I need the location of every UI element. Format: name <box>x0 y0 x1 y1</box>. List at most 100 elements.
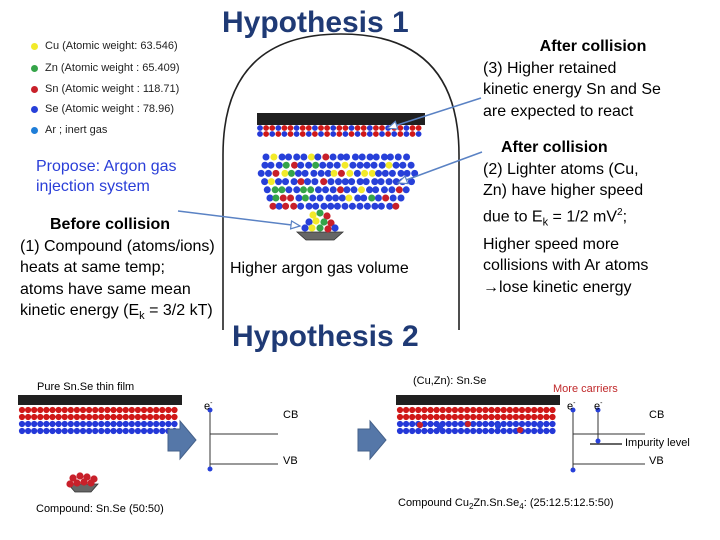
doped-film-atom <box>403 427 410 435</box>
cloud-atom <box>263 186 271 194</box>
pure-film-atom <box>25 427 32 435</box>
pure-film-atom <box>110 427 117 435</box>
doped-film-atom <box>482 406 489 414</box>
cloud-atom <box>290 178 298 186</box>
cloud-atom <box>338 194 346 202</box>
cloud-atom <box>307 186 315 194</box>
cloud-atom <box>397 194 405 202</box>
cloud-atom <box>351 153 359 161</box>
doped-film-atom <box>525 413 532 421</box>
doped-film-atom <box>464 413 471 421</box>
film-atom <box>403 125 410 131</box>
doped-film-atom <box>506 427 513 435</box>
pure-film-atom <box>49 420 56 428</box>
cloud-atom <box>361 169 369 177</box>
doped-film-atom <box>488 413 495 421</box>
film-atom <box>330 131 337 137</box>
cloud-atom <box>305 202 313 210</box>
cloud-atom <box>378 161 386 169</box>
film-atom <box>281 125 288 131</box>
cloud-atom <box>333 161 341 169</box>
doped-film-atom <box>457 413 465 421</box>
argon-volume-label: Higher argon gas volume <box>230 260 409 277</box>
doped-film-atom <box>537 427 544 435</box>
doped-film-atom <box>531 420 538 428</box>
cloud-atom <box>326 161 334 169</box>
film-atom <box>330 125 337 131</box>
doped-film-atom <box>506 420 513 428</box>
cloud-atom <box>358 153 366 161</box>
cloud-atom <box>310 169 318 177</box>
source-atom <box>301 224 309 232</box>
pure-film-atom <box>153 406 160 414</box>
pure-film-atom <box>147 427 154 435</box>
pure-film-atom <box>128 406 135 414</box>
cloud-atom <box>403 153 411 161</box>
cloud-atom <box>264 169 272 177</box>
pure-film-atom <box>116 427 123 435</box>
right-electron-2 <box>595 407 601 413</box>
doped-film-atom <box>439 413 446 421</box>
film-atom <box>415 125 422 131</box>
doped-film-atom <box>427 406 434 414</box>
pure-film-atom <box>37 427 44 435</box>
doped-film-atom <box>494 413 501 421</box>
right-vb-label: VB <box>649 455 664 467</box>
film-atom <box>293 125 300 131</box>
cloud-atom <box>297 178 305 186</box>
pure-film-atom <box>122 406 129 414</box>
cloud-atom <box>285 153 293 161</box>
cloud-atom <box>380 153 388 161</box>
doped-film-atom <box>427 420 434 428</box>
pure-film-atom <box>98 413 105 421</box>
cloud-atom <box>282 178 290 186</box>
pure-film-atom <box>110 420 117 428</box>
film-atom <box>312 131 318 137</box>
legend-item-cu: Cu (Atomic weight: 63.546) <box>31 40 178 52</box>
doped-film-atom <box>415 427 422 435</box>
zn-dot-icon <box>31 64 38 72</box>
cloud-atom <box>374 194 382 202</box>
cloud-atom <box>329 186 337 194</box>
doped-film-atom <box>488 406 495 414</box>
source-atom <box>320 218 328 226</box>
cloud-atom <box>337 153 345 161</box>
doped-film-atom <box>518 420 526 428</box>
doped-film-atom <box>439 406 446 414</box>
arrow-to-film <box>387 97 482 129</box>
pure-film-atom <box>92 420 99 428</box>
pure-film-atom <box>128 413 135 421</box>
right-electron-label-1: e- <box>567 400 576 413</box>
doped-film-atom <box>549 420 556 428</box>
source-atom <box>316 209 324 217</box>
doped-film-atom <box>403 406 410 414</box>
doped-film-atom <box>457 420 465 428</box>
doped-film-atom <box>531 413 538 421</box>
film-atom <box>336 125 343 131</box>
cloud-atom <box>386 202 394 210</box>
cloud-atom <box>407 178 415 186</box>
impurity-level-label: Impurity level <box>625 437 690 449</box>
pure-film-atom <box>147 413 154 421</box>
cu-dot-icon <box>31 42 38 50</box>
cloud-atom <box>261 161 269 169</box>
pure-film-atom <box>134 427 141 435</box>
right-cb-label: CB <box>649 409 665 421</box>
film-atom <box>348 125 355 131</box>
cloud-atom <box>357 186 365 194</box>
cloud-atom <box>368 169 376 177</box>
doped-film-atom <box>506 413 513 421</box>
doped-film-atom <box>525 406 532 414</box>
cloud-atom <box>271 186 279 194</box>
film-atom <box>324 131 330 137</box>
doped-film-atom <box>494 406 501 414</box>
film-atom <box>385 131 391 137</box>
doped-film-atom <box>525 427 532 435</box>
cloud-atom <box>370 161 378 169</box>
pure-film-atom <box>104 413 111 421</box>
after-collision-3-text: After collision (3) Higher retained kine… <box>483 38 661 120</box>
cloud-atom <box>269 202 277 210</box>
left-hole <box>207 466 213 472</box>
film-atom <box>299 125 306 131</box>
cloud-atom <box>297 161 305 169</box>
